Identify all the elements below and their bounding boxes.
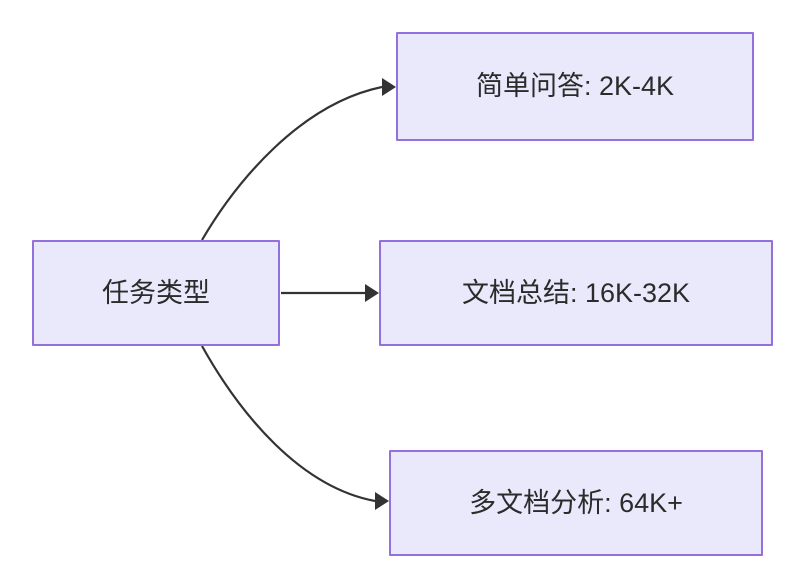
node-simple-qa[interactable]: 简单问答: 2K-4K	[396, 32, 754, 141]
edge-root-simple-qa-path	[201, 85, 383, 241]
node-simple-qa-label: 简单问答: 2K-4K	[475, 71, 675, 101]
node-multi-doc[interactable]: 多文档分析: 64K+	[389, 450, 763, 556]
edge-root-multi-doc-path	[201, 345, 376, 503]
edge-root-simple-qa	[201, 78, 396, 241]
edge-root-multi-doc	[201, 345, 389, 510]
node-task-type-label: 任务类型	[102, 277, 210, 308]
arrowhead-icon	[382, 78, 396, 96]
arrowhead-icon	[375, 492, 389, 510]
arrowhead-icon	[365, 284, 379, 302]
node-task-type[interactable]: 任务类型	[32, 240, 280, 346]
node-doc-summary[interactable]: 文档总结: 16K-32K	[379, 240, 773, 346]
edge-root-doc-summary	[281, 284, 379, 302]
node-multi-doc-label: 多文档分析: 64K+	[469, 487, 683, 518]
node-doc-summary-label: 文档总结: 16K-32K	[461, 277, 691, 308]
